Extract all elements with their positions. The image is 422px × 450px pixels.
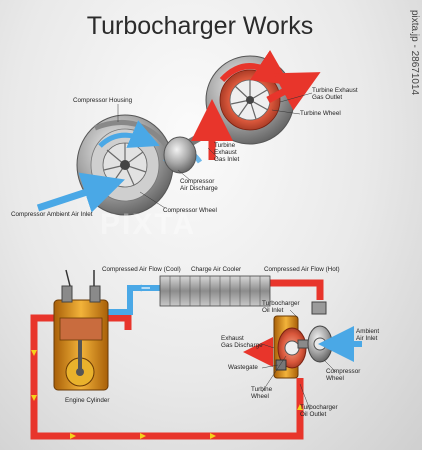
- compressor-wheel-top: [102, 142, 148, 188]
- label-compressor-housing: Compressor Housing: [73, 97, 133, 104]
- label-compressed-air-hot: Compressed Air Flow (Hot): [264, 266, 340, 273]
- turbine-outlet-arrow: [266, 72, 321, 111]
- label-turbine-wheel-bottom: Turbine Wheel: [251, 386, 273, 400]
- label-ambient-air-inlet: Ambient Air Inlet: [356, 328, 380, 342]
- exhaust-loop: [30, 279, 324, 440]
- pointer-lines-top: [117, 92, 313, 209]
- label-charge-air-cooler: Charge Air Cooler: [191, 266, 242, 273]
- label-compressed-air-cool: Compressed Air Flow (Cool): [102, 266, 181, 273]
- label-turbocharger-oil-outlet: Turbocharger Oil Outlet: [300, 404, 338, 418]
- turbine-swirl-arrow: [219, 50, 290, 85]
- charge-air-cooler: [159, 275, 271, 307]
- page-title: Turbocharger Works: [86, 12, 314, 40]
- label-compressor-wheel-bottom: Compressor Wheel: [326, 368, 361, 382]
- label-exhaust-gas-discharge: Exhaust Gas Discharge: [221, 335, 263, 349]
- cool-air-path: [108, 285, 160, 315]
- engine-cylinder: [53, 269, 109, 391]
- label-turbine-exhaust-inlet: Turbine Exhaust Gas Inlet: [214, 142, 240, 163]
- turbine-wheel-top: [229, 79, 271, 121]
- side-credit: pixta.jp - 28671014: [409, 10, 420, 96]
- label-compressor-ambient-inlet: Compressor Ambient Air Inlet: [11, 211, 93, 218]
- label-turbocharger-oil-inlet: Turbocharger Oil Inlet: [262, 300, 300, 314]
- label-turbine-wheel-top: Turbine Wheel: [300, 110, 341, 117]
- watermark: PIXTA: [100, 208, 197, 241]
- label-turbine-exhaust-outlet: Turbine Exhaust Gas Outlet: [312, 87, 358, 101]
- pointer-lines-bottom: [261, 309, 337, 411]
- label-engine-cylinder: Engine Cylinder: [65, 397, 110, 404]
- exhaust-flow-arrows: [31, 350, 303, 439]
- swirl-arrow-compressor: [98, 120, 160, 148]
- label-compressor-air-discharge: Compressor Air Discharge: [180, 178, 218, 192]
- label-compressor-wheel-top: Compressor Wheel: [163, 207, 217, 214]
- ambient-inlet-arrow: [36, 172, 125, 213]
- label-wastegate: Wastegate: [228, 364, 258, 371]
